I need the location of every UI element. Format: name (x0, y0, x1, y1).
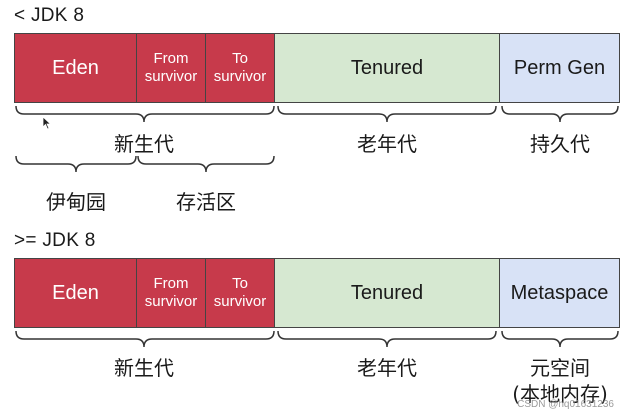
from-survivor-line2: survivor (144, 68, 198, 85)
brace-metaspace (501, 330, 619, 348)
heap-bar-jdk8: Eden From survivor To survivor Tenured P… (14, 33, 620, 103)
brace-old-gen-2 (277, 330, 497, 348)
eden-segment: Eden (14, 34, 137, 102)
brace-eden (15, 155, 137, 173)
metaspace-label: Metaspace (510, 281, 609, 304)
native-memory-label: (本地内存) (512, 382, 608, 406)
perm-gen-cn-label: 持久代 (530, 132, 590, 156)
brace-old-gen (277, 105, 497, 123)
to-survivor-line1: To (232, 275, 248, 292)
section-title-jdk8-plus: >= JDK 8 (14, 230, 96, 251)
to-survivor-segment: To survivor (206, 34, 275, 102)
eden-label: Eden (52, 56, 99, 79)
from-survivor-line2: survivor (144, 293, 198, 310)
eden-segment: Eden (14, 259, 137, 327)
tenured-label: Tenured (350, 281, 424, 304)
brace-perm-gen (501, 105, 619, 123)
old-gen-label: 老年代 (357, 132, 417, 156)
from-survivor-segment: From survivor (137, 259, 206, 327)
section-title-jdk8: < JDK 8 (14, 5, 85, 26)
to-survivor-line1: To (232, 50, 248, 67)
from-survivor-line1: From (153, 275, 189, 292)
brace-survivor (137, 155, 275, 173)
mouse-cursor-icon (42, 116, 52, 130)
tenured-label: Tenured (350, 56, 424, 79)
to-survivor-label: To survivor (214, 275, 267, 311)
to-survivor-line2: survivor (213, 293, 267, 310)
young-gen-label: 新生代 (114, 356, 174, 380)
tenured-segment: Tenured (275, 259, 500, 327)
survivor-cn-label: 存活区 (176, 190, 236, 214)
eden-cn-label: 伊甸园 (46, 190, 106, 214)
brace-young-gen-2 (15, 330, 275, 348)
tenured-segment: Tenured (275, 34, 500, 102)
eden-label: Eden (52, 281, 99, 304)
metaspace-cn-label: 元空间 (530, 356, 590, 380)
from-survivor-segment: From survivor (137, 34, 206, 102)
watermark: CSDN @hq01631236 (517, 399, 614, 410)
old-gen-label: 老年代 (357, 356, 417, 380)
to-survivor-line2: survivor (213, 68, 267, 85)
from-survivor-label: From survivor (145, 50, 198, 86)
metaspace-segment: Metaspace (500, 259, 620, 327)
heap-bar-jdk8-plus: Eden From survivor To survivor Tenured M… (14, 258, 620, 328)
perm-gen-segment: Perm Gen (500, 34, 620, 102)
from-survivor-label: From survivor (145, 275, 198, 311)
to-survivor-label: To survivor (214, 50, 267, 86)
brace-young-gen (15, 105, 275, 123)
perm-gen-label: Perm Gen (513, 56, 606, 79)
from-survivor-line1: From (153, 50, 189, 67)
young-gen-label: 新生代 (114, 132, 174, 156)
to-survivor-segment: To survivor (206, 259, 275, 327)
